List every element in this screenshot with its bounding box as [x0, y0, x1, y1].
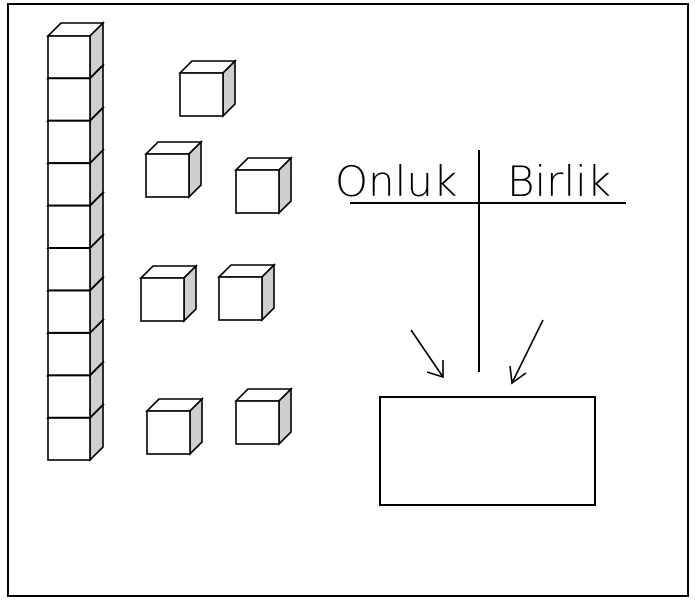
tens-label: Onluk: [335, 157, 457, 206]
worksheet-frame: [7, 3, 689, 597]
ten-rod: [46, 21, 105, 462]
unit-cube: [234, 156, 293, 215]
unit-cubes-group: [139, 59, 293, 456]
unit-cube: [217, 263, 276, 322]
unit-cube: [144, 140, 203, 199]
ten-rod-cube: [46, 21, 105, 80]
unit-cube: [234, 387, 293, 446]
place-value-chart: Onluk Birlik: [335, 150, 626, 372]
ones-label: Birlik: [507, 157, 611, 206]
unit-cube: [145, 397, 204, 456]
unit-cube: [178, 59, 237, 118]
left-arrow: [410, 329, 444, 379]
unit-cube: [139, 264, 198, 323]
right-arrow: [509, 319, 544, 385]
answer-box[interactable]: [379, 396, 596, 506]
